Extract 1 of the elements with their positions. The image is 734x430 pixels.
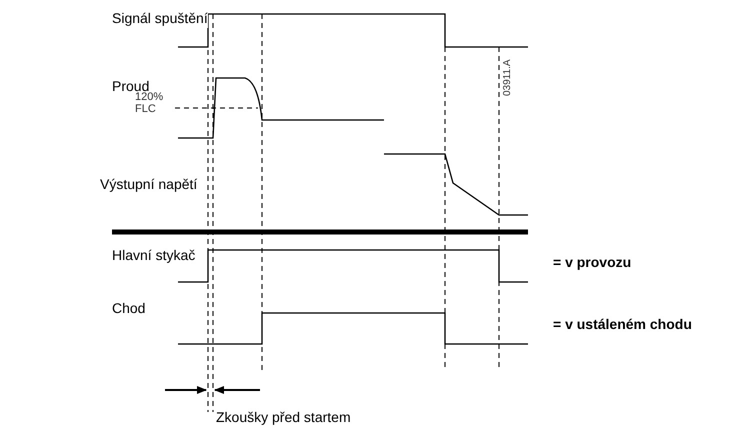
drawing-number: 03911.A bbox=[502, 59, 514, 96]
